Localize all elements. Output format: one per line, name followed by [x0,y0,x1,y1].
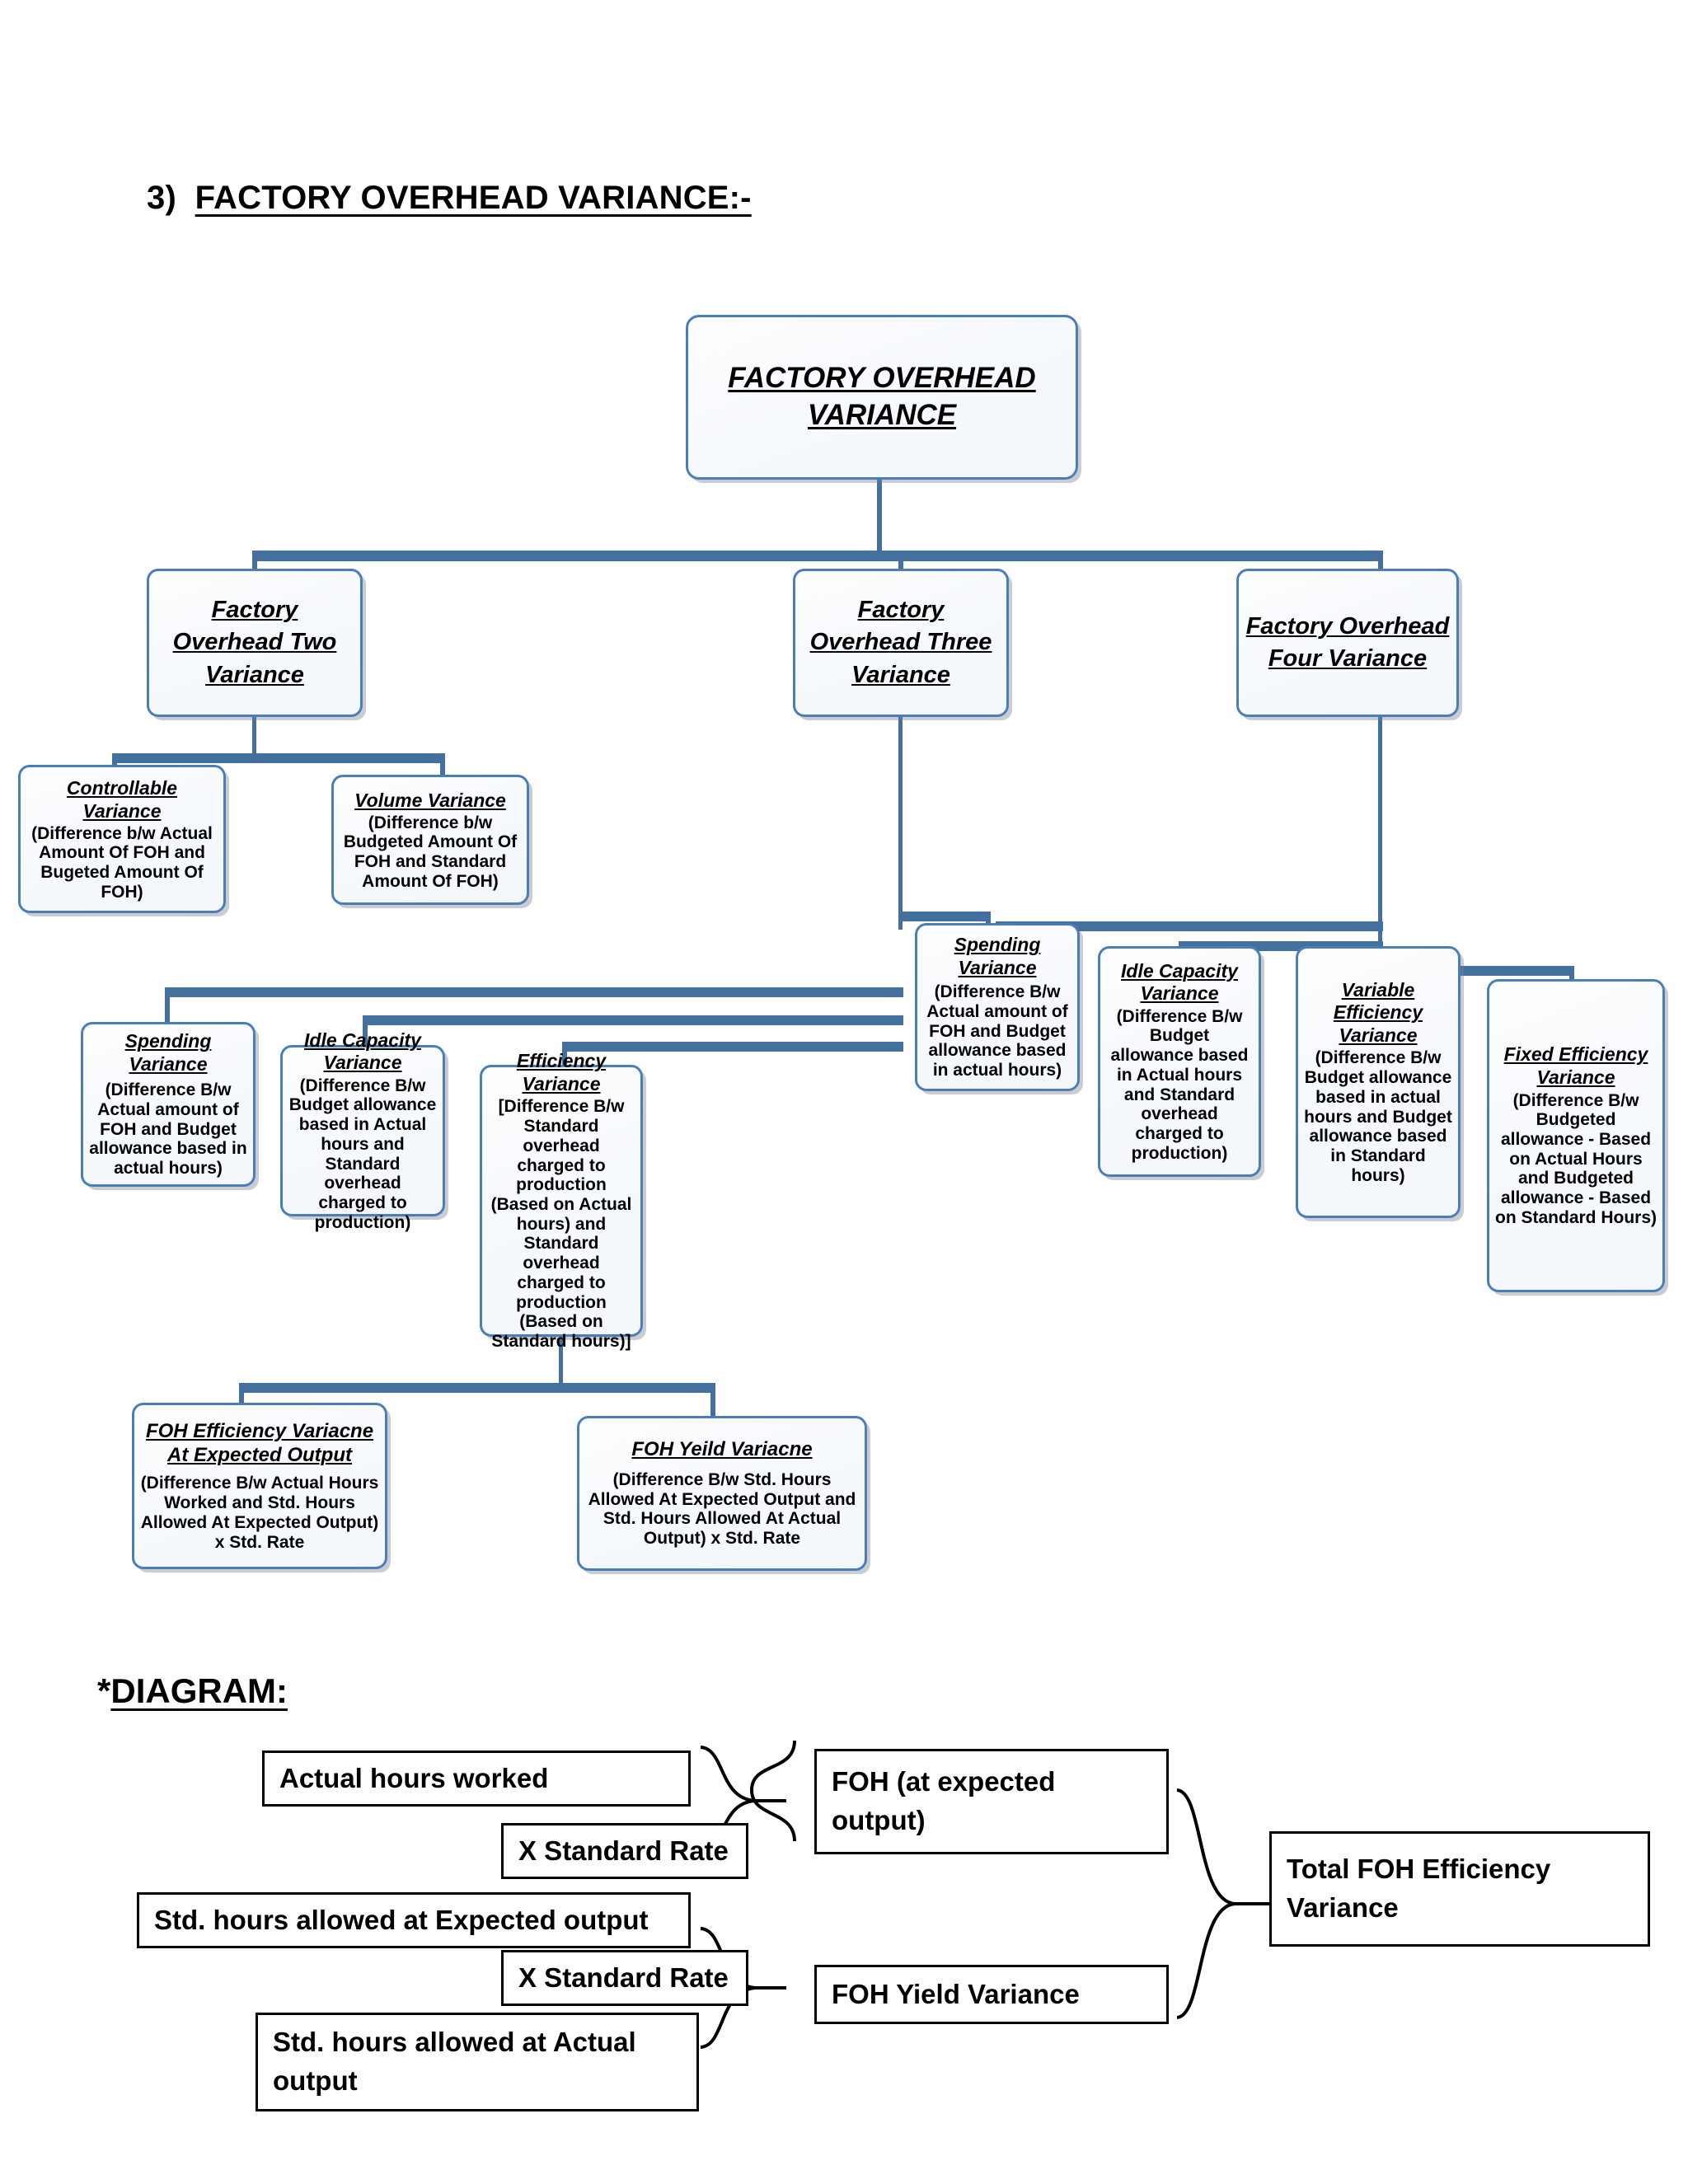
box-label: FOH (at expected output) [832,1766,1056,1835]
node-variable-efficiency-variance[interactable]: Variable Efficiency Variance (Difference… [1296,946,1461,1218]
connector-three-stub-spendingL [165,987,170,1025]
node-title: Variable Efficiency Variance [1333,978,1423,1046]
node-title: Volume Variance [354,789,506,811]
node-body: (Difference B/w Budgeted allowance - Bas… [1495,1090,1658,1227]
node-fixed-efficiency-variance[interactable]: Fixed Efficiency Variance (Difference B/… [1487,979,1665,1292]
box-label: X Standard Rate [518,1835,729,1866]
node-body: (Difference b/w Actual Amount Of FOH and… [31,823,213,902]
node-factory-overhead-two-variance[interactable]: Factory Overhead Two Variance [147,569,363,717]
connector-eff-bus [239,1383,715,1393]
connector-three-arm-idle [363,1015,903,1025]
node-title: Idle Capacity Variance [1121,959,1238,1005]
connector-eff-down [559,1335,563,1388]
box-label: Std. hours allowed at Actual output [273,2027,636,2096]
node-foh-efficiency-variance-at-expected-output[interactable]: FOH Efficiency Variacne At Expected Outp… [132,1403,387,1569]
node-title: Factory Overhead Two Variance [172,596,337,688]
box-label: FOH Yield Variance [832,1978,1080,2009]
connector-three-arm-spending [165,987,903,997]
connector-eff-stub-left [239,1383,244,1406]
connector-four-arm-top [996,921,1383,931]
node-factory-overhead-three-variance[interactable]: Factory Overhead Three Variance [793,569,1009,717]
connector-two-down [252,715,256,757]
node-body: (Difference B/w Actual Hours Worked and … [140,1474,379,1552]
diagram-box-std-hours-expected[interactable]: Std. hours allowed at Expected output [137,1892,691,1948]
node-idle-capacity-variance-left[interactable]: Idle Capacity Variance (Difference B/w B… [280,1029,445,1232]
node-body: (Difference B/w Budget allowance based i… [288,1076,437,1232]
connector-eff-stub-right [710,1383,715,1419]
connector-stub-three [898,551,903,572]
diagram-box-total-foh-efficiency-variance[interactable]: Total FOH Efficiency Variance [1269,1831,1650,1947]
brace-group-total [1176,1788,1271,2019]
connector-three-stub-effL [562,1042,567,1070]
node-title: Idle Capacity Variance [304,1029,421,1074]
diagram-box-actual-hours-worked[interactable]: Actual hours worked [262,1750,691,1807]
diagram-box-foh-yield-variance[interactable]: FOH Yield Variance [814,1965,1169,2024]
connector-three-trunk [898,715,903,930]
diagram-box-std-hours-actual[interactable]: Std. hours allowed at Actual output [256,2013,699,2111]
node-body: (Difference b/w Budgeted Amount Of FOH a… [343,813,518,891]
connector-three-right-arm [898,912,991,921]
node-efficiency-variance[interactable]: Efficiency Variance [Difference B/w Stan… [480,1050,643,1351]
connector-two-stub-right [440,753,445,781]
section-title-text: FACTORY OVERHEAD VARIANCE:- [195,180,752,216]
node-body: (Difference B/w Budget allowance based i… [1304,1048,1452,1185]
node-body: [Difference B/w Standard overhead charge… [490,1097,632,1352]
node-volume-variance[interactable]: Volume Variance (Difference b/w Budgeted… [331,775,529,905]
node-body: (Difference B/w Actual amount of FOH and… [926,982,1068,1080]
connector-root-down [877,476,882,555]
node-title: Efficiency Variance [516,1050,607,1094]
box-label: X Standard Rate [518,1961,729,1993]
node-title: Fixed Efficiency Variance [1503,1043,1648,1088]
diagram-box-standard-rate-1[interactable]: X Standard Rate [501,1823,748,1879]
connector-three-arm-efficiency [562,1042,903,1052]
connector-four-stub-fixeff [1569,966,1574,984]
box-label: Actual hours worked [279,1762,549,1793]
node-factory-overhead-four-variance[interactable]: Factory Overhead Four Variance [1236,569,1459,717]
node-body: (Difference B/w Actual amount of FOH and… [89,1080,247,1179]
diagram-box-standard-rate-2[interactable]: X Standard Rate [501,1950,748,2006]
node-idle-capacity-variance-four[interactable]: Idle Capacity Variance (Difference B/w B… [1098,946,1261,1177]
connector-stub-two [252,551,257,572]
diagram-title-text: DIAGRAM: [110,1671,288,1710]
node-title: Factory Overhead Three Variance [809,596,992,688]
node-title: Spending Variance [124,1030,212,1075]
node-title: Controllable Variance [66,776,178,822]
node-title: FOH Yeild Variacne [631,1438,813,1461]
node-foh-yeild-variacne[interactable]: FOH Yeild Variacne (Difference B/w Std. … [577,1416,867,1571]
node-body: (Difference B/w Budget allowance based i… [1110,1006,1249,1163]
brace-group-lower [700,1927,786,2049]
node-title: FACTORY OVERHEAD VARIANCE [728,362,1036,431]
node-title: Spending Variance [954,934,1041,978]
connector-three-stub-idleL [363,1015,368,1048]
node-title: FOH Efficiency Variacne At Expected Outp… [145,1419,374,1466]
node-controllable-variance[interactable]: Controllable Variance (Difference b/w Ac… [18,765,226,913]
connector-two-stub-left [112,753,117,771]
page-title: 3) FACTORY OVERHEAD VARIANCE:- [147,180,752,217]
asterisk-icon: * [97,1671,111,1710]
box-label: Total FOH Efficiency Variance [1287,1854,1551,1923]
connector-level2-bus [252,551,1383,561]
node-body: (Difference B/w Std. Hours Allowed At Ex… [588,1469,856,1549]
connector-stub-four [1378,551,1383,572]
diagram-section-title: *DIAGRAM: [97,1671,288,1711]
node-title: Factory Overhead Four Variance [1245,612,1450,672]
connector-four-trunk [1378,715,1382,976]
connector-two-bus [112,753,445,763]
node-factory-overhead-variance[interactable]: FACTORY OVERHEAD VARIANCE [686,315,1078,480]
node-spending-variance-left[interactable]: Spending Variance (Difference B/w Actual… [81,1022,256,1187]
section-number: 3) [147,180,176,216]
diagram-box-foh-expected-output[interactable]: FOH (at expected output) [814,1749,1169,1854]
node-spending-variance-three[interactable]: Spending Variance (Difference B/w Actual… [915,923,1080,1091]
box-label: Std. hours allowed at Expected output [154,1904,649,1935]
